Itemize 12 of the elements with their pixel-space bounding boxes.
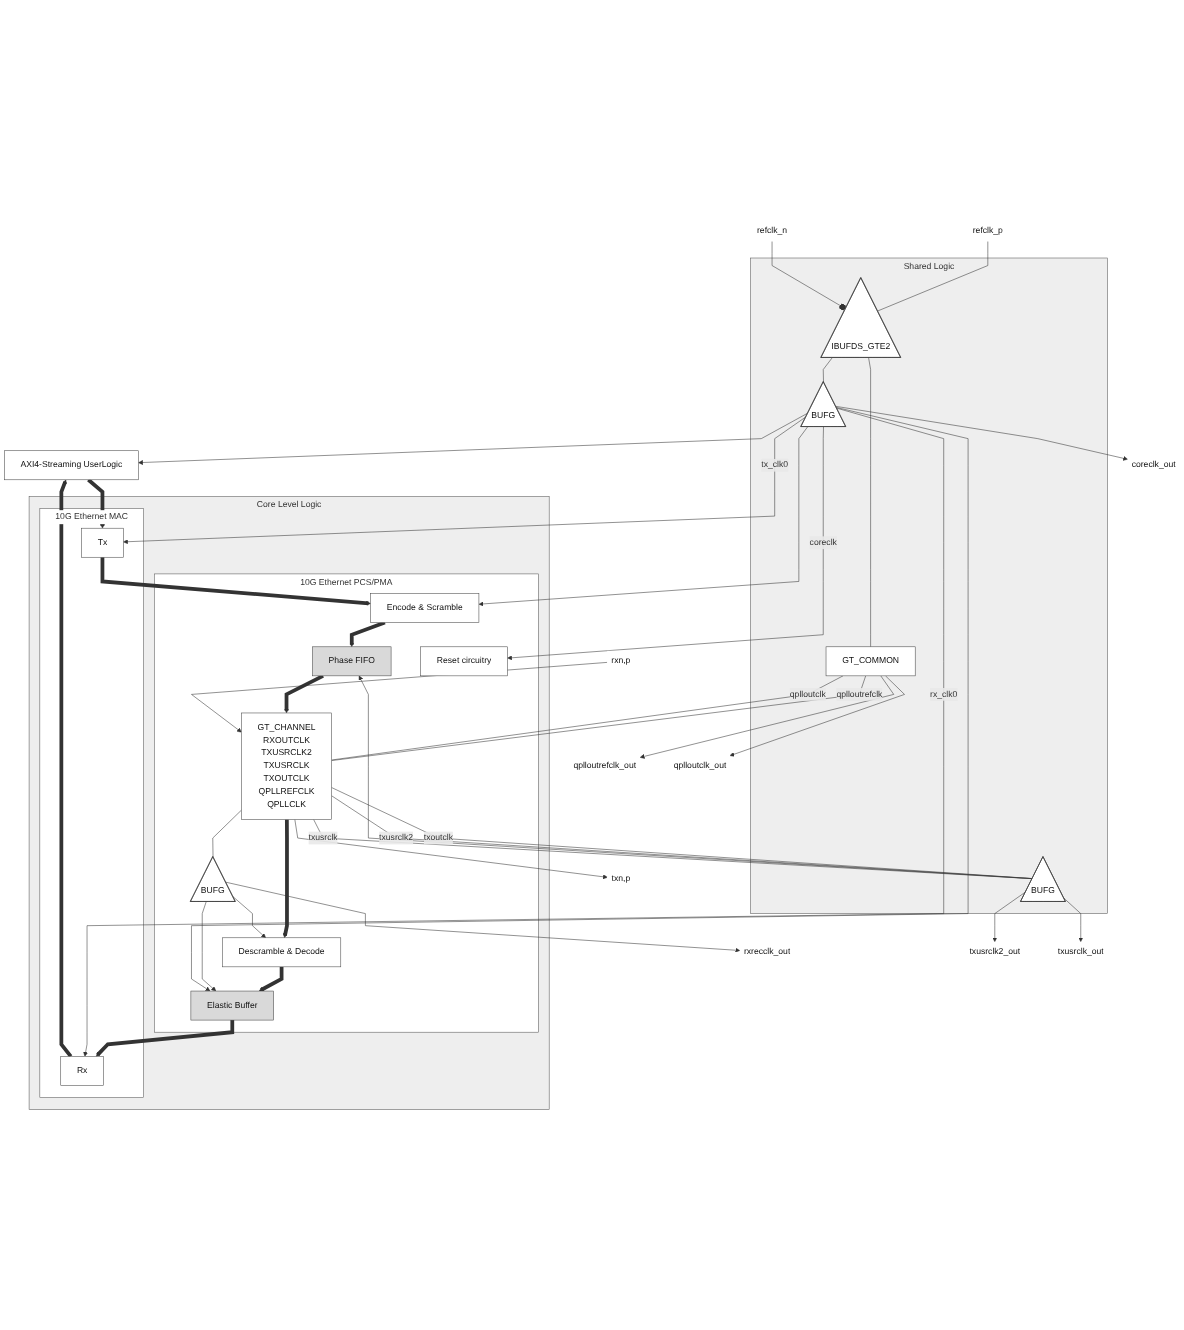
connector: [877, 241, 989, 312]
arrow: [95, 1020, 235, 1057]
arrow: [349, 620, 386, 647]
arrow: [283, 819, 289, 938]
connector: [868, 357, 871, 648]
connector: [212, 809, 242, 858]
arrow: [100, 557, 371, 606]
arrow: [284, 674, 324, 714]
arrow: [59, 479, 73, 1058]
connector: [822, 357, 833, 383]
connector: [313, 819, 1033, 879]
arrow: [258, 966, 284, 992]
